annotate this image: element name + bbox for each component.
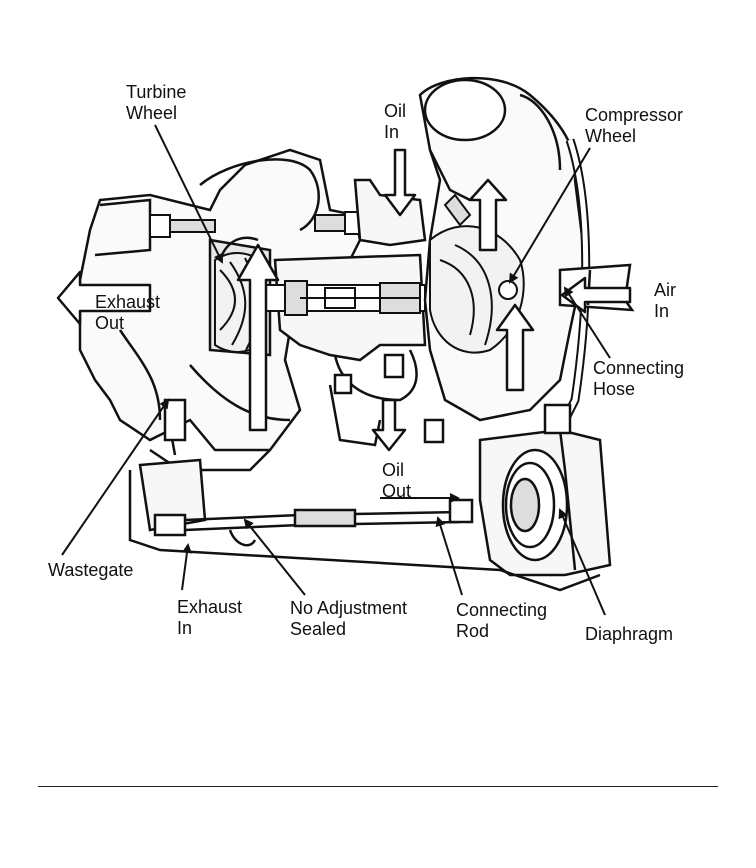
- wastegate-rod-assembly: [128, 398, 601, 592]
- turbine-wheel-leader: [154, 124, 223, 264]
- compressor-wheel: [429, 193, 525, 354]
- no-adjustment-leader: [243, 518, 306, 596]
- exhaust-out-arrow: [56, 270, 152, 326]
- label-exhaust-out: Exhaust Out: [95, 292, 161, 333]
- label-turbine-wheel: Turbine Wheel: [126, 82, 187, 123]
- leader-lines: [61, 124, 611, 616]
- label-wastegate: Wastegate: [48, 560, 134, 580]
- connecting-hose-leader: [563, 286, 611, 359]
- flow-arrows: [56, 148, 632, 452]
- turbine-bolts: [149, 211, 360, 238]
- label-connecting-hose: Connecting Hose: [593, 358, 685, 399]
- wastegate-actuator: [423, 403, 612, 577]
- exhaust-in-leader: [181, 543, 192, 591]
- oil-in-arrow: [383, 148, 417, 217]
- label-exhaust-in: Exhaust In: [177, 597, 243, 638]
- label-connecting-rod: Connecting Rod: [456, 600, 548, 641]
- label-no-adjustment-sealed: No Adjustment Sealed: [290, 598, 408, 639]
- label-oil-out: Oil Out: [382, 460, 412, 501]
- air-in-arrow: [560, 276, 632, 314]
- connecting-rod-leader: [435, 516, 463, 596]
- wastegate-leader: [61, 398, 170, 556]
- compressor-outflow-arrow: [468, 178, 508, 252]
- label-compressor-wheel: Compressor Wheel: [585, 105, 684, 146]
- label-diaphragm: Diaphragm: [585, 624, 674, 644]
- shaft: [264, 280, 426, 316]
- label-oil-in: Oil In: [384, 101, 406, 142]
- compressed-air-arrow: [495, 303, 535, 392]
- oil-out-arrow: [371, 398, 407, 452]
- label-air-in: Air In: [654, 280, 676, 321]
- bottom-divider: [38, 786, 718, 787]
- exhaust-flow-arrow-up: [236, 243, 280, 432]
- compressor-wheel-leader: [508, 147, 591, 284]
- diaphragm-leader: [558, 508, 606, 616]
